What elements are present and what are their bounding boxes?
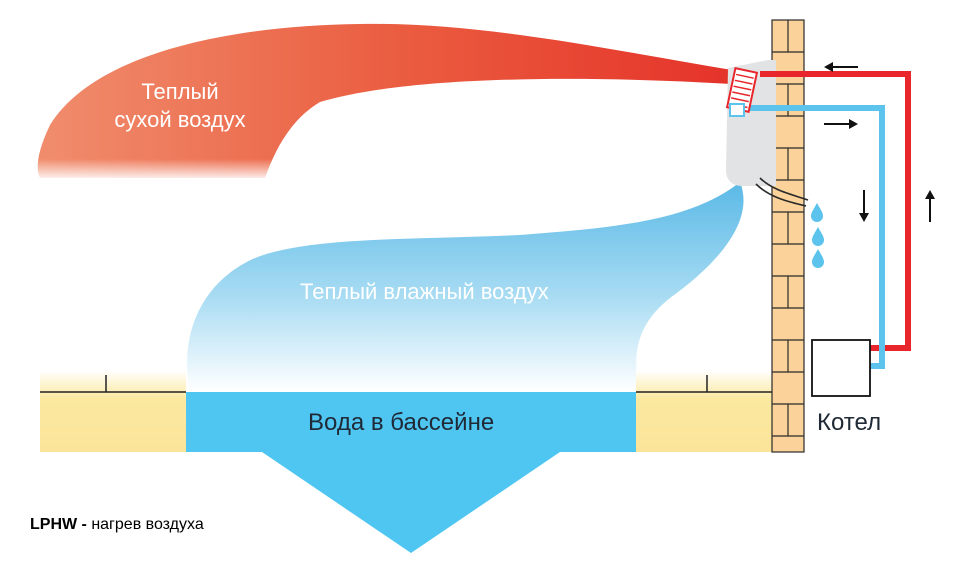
warm-dry-air-label-line1: Теплый bbox=[141, 79, 219, 104]
boiler bbox=[811, 339, 871, 397]
droplet-icon bbox=[811, 203, 823, 222]
pool-deck-left bbox=[40, 370, 186, 452]
warm-air-fade bbox=[30, 120, 290, 180]
figure-caption: LPHW - нагрев воздуха bbox=[30, 516, 204, 534]
condensate-drain-pipe bbox=[755, 177, 809, 207]
arrow-up-icon bbox=[925, 190, 935, 222]
pool-water bbox=[186, 392, 636, 553]
arrow-down-icon bbox=[859, 190, 869, 222]
arrow-left-icon bbox=[824, 62, 858, 72]
pool-deck-right bbox=[636, 370, 772, 452]
hot-water-pipe bbox=[760, 71, 911, 351]
droplet-icon bbox=[812, 227, 824, 246]
arrow-right-icon bbox=[824, 119, 858, 129]
caption-bold: LPHW - bbox=[30, 516, 87, 533]
droplet-icon bbox=[812, 249, 824, 268]
brick-wall bbox=[771, 19, 805, 453]
warm-humid-air-label: Теплый влажный воздух bbox=[300, 279, 549, 304]
heating-coil bbox=[725, 66, 759, 117]
warm-dry-air-label-line2: сухой воздух bbox=[114, 107, 246, 132]
condensate-droplets bbox=[811, 203, 824, 268]
pool-water-label: Вода в бассейне bbox=[308, 409, 495, 436]
boiler-label: Котел bbox=[817, 409, 882, 436]
return-water-pipe bbox=[740, 105, 885, 369]
flow-arrows bbox=[824, 62, 935, 222]
caption-text: нагрев воздуха bbox=[86, 516, 204, 533]
warm-humid-air-plume bbox=[187, 182, 744, 392]
warm-dry-air-label: Теплый сухой воздух bbox=[100, 78, 260, 134]
